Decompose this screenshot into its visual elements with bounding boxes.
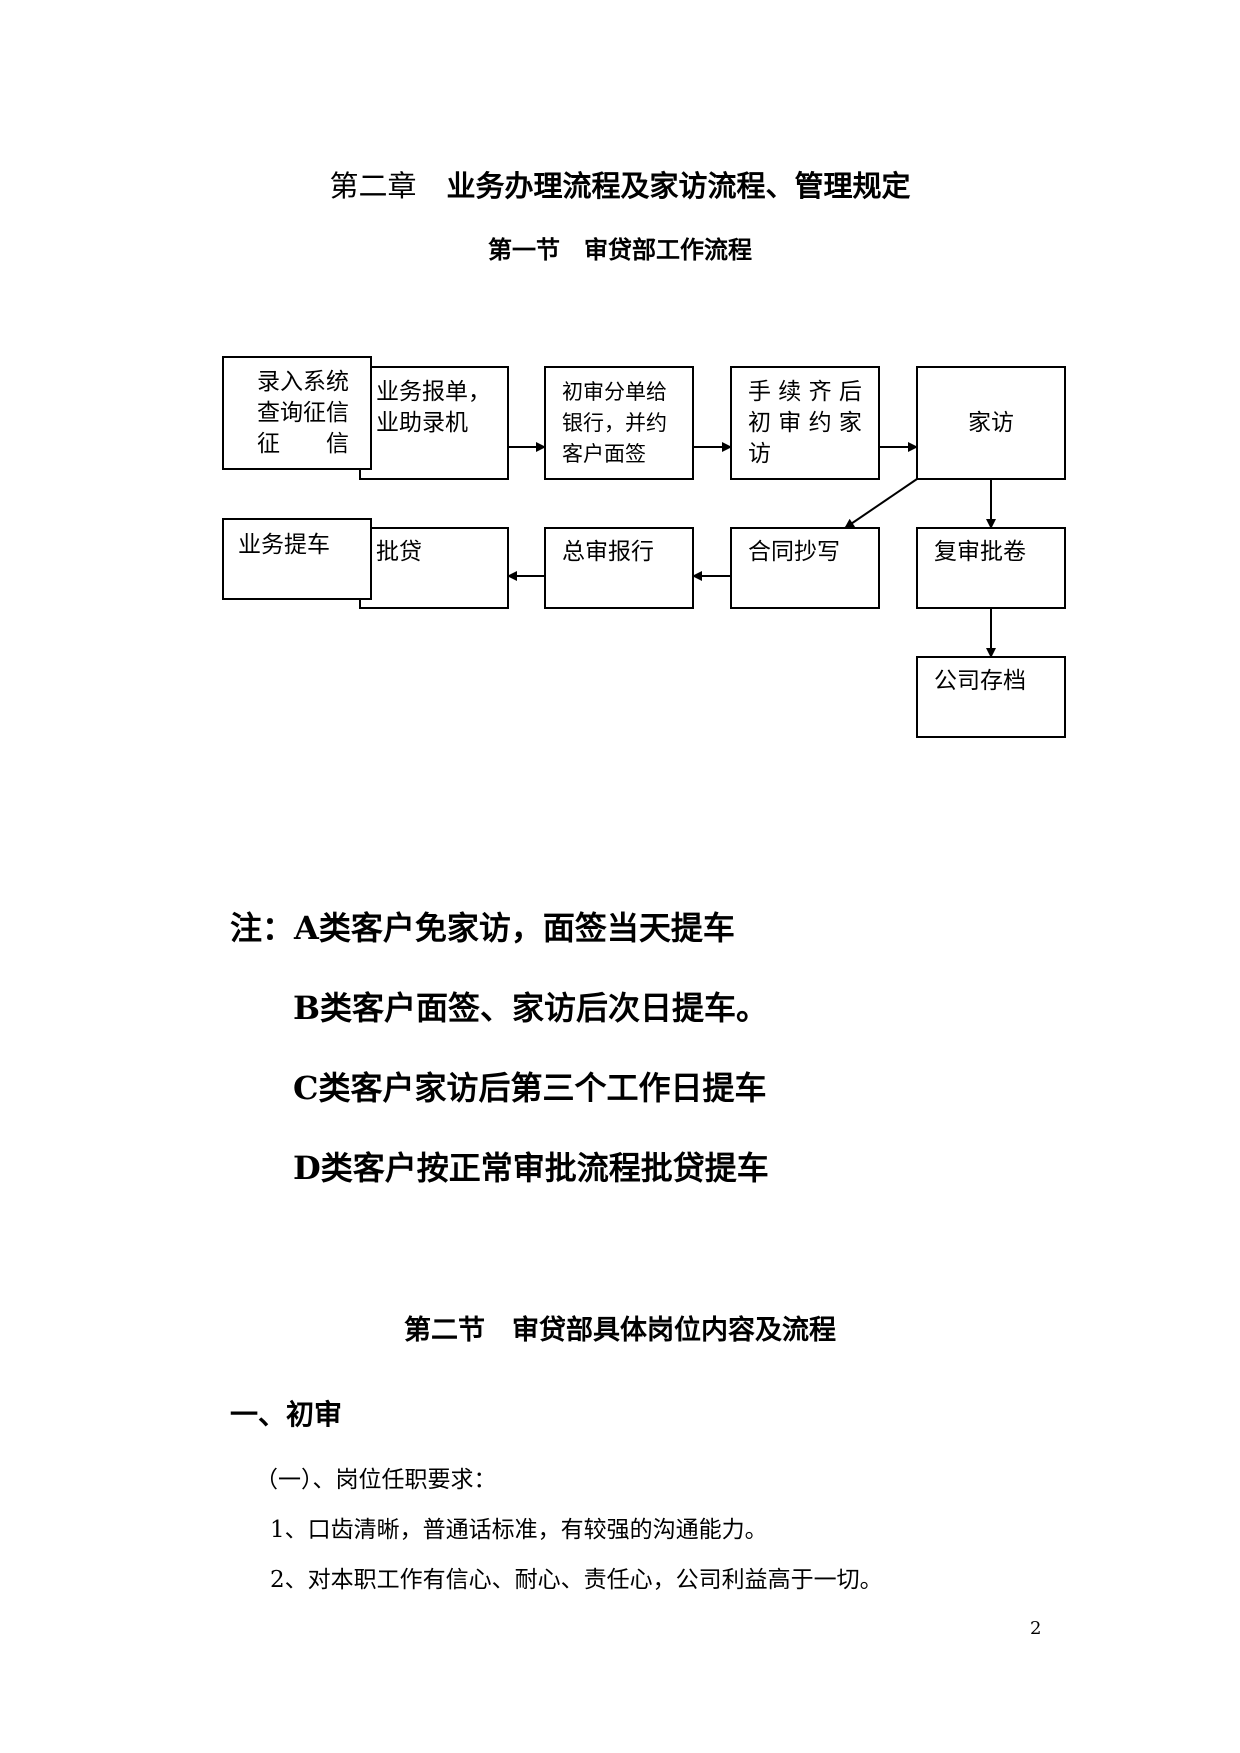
box-report-line-1: 业务报单， [376, 379, 491, 405]
section-1-title: 第一节 审贷部工作流程 [488, 235, 752, 264]
note-class-b: B类客户面签、家访后次日提车。 [293, 989, 769, 1027]
note-class-a: 注：A类客户免家访，面签当天提车 [230, 909, 735, 947]
box-entry-line-2: 查询征信 [257, 400, 349, 426]
box-report-text: 业务报单， 业助录机 [376, 377, 491, 439]
box-entry [222, 356, 372, 470]
box-contract [730, 527, 880, 609]
box-docs-line-3: 访 [748, 441, 771, 467]
box-final-review-text: 总审报行 [562, 539, 654, 565]
box-contract-text: 合同抄写 [748, 539, 840, 565]
box-docs-line-1: 手 续 齐 后 [748, 379, 862, 405]
box-report-line-2: 业助录机 [376, 410, 468, 436]
chapter-label: 第二章 [329, 169, 417, 203]
box-first-review-line-2: 银行，并约 [562, 411, 667, 435]
box-final-review [544, 527, 694, 609]
box-entry-text: 录入系统 查询征信 征 信 [248, 367, 358, 460]
chapter-title: 第二章业务办理流程及家访流程、管理规定 [0, 163, 1240, 205]
requirements-heading: （一）、岗位任职要求： [255, 1467, 497, 1493]
arrow-home-visit-to-contract [844, 478, 918, 529]
box-pickup [222, 518, 372, 600]
requirement-item-1: 1、口齿清晰，普通话标准，有较强的沟通能力。 [270, 1517, 768, 1543]
requirement-item-2: 2、对本职工作有信心、耐心、责任心，公司利益高于一切。 [270, 1567, 883, 1593]
box-home-visit-text: 家访 [968, 410, 1014, 436]
box-docs-text: 手 续 齐 后 初 审 约 家 访 [748, 377, 862, 470]
box-approve [359, 527, 509, 609]
heading-first-review: 一、初审 [230, 1398, 343, 1431]
box-first-review-line-3: 客户面签 [562, 442, 646, 466]
box-first-review [544, 366, 694, 480]
box-recheck-text: 复审批卷 [934, 539, 1026, 565]
box-approve-text: 批贷 [376, 539, 422, 565]
page-number: 2 [1030, 1618, 1042, 1639]
note-class-d: D类客户按正常审批流程批贷提车 [293, 1149, 769, 1187]
box-entry-line-1: 录入系统 [257, 369, 349, 395]
box-archive-text: 公司存档 [934, 668, 1026, 694]
box-report [359, 366, 509, 480]
box-first-review-text: 初审分单给 银行，并约 客户面签 [562, 377, 667, 470]
section-2-title: 第二节 审贷部具体岗位内容及流程 [404, 1315, 836, 1346]
box-first-review-line-1: 初审分单给 [562, 380, 667, 404]
box-entry-line-3: 征 信 [257, 431, 349, 457]
chapter-subtitle: 业务办理流程及家访流程、管理规定 [446, 169, 911, 203]
box-docs [730, 366, 880, 480]
box-docs-line-2: 初 审 约 家 [748, 410, 862, 436]
note-class-c: C类客户家访后第三个工作日提车 [293, 1069, 767, 1107]
box-pickup-text: 业务提车 [238, 532, 330, 558]
